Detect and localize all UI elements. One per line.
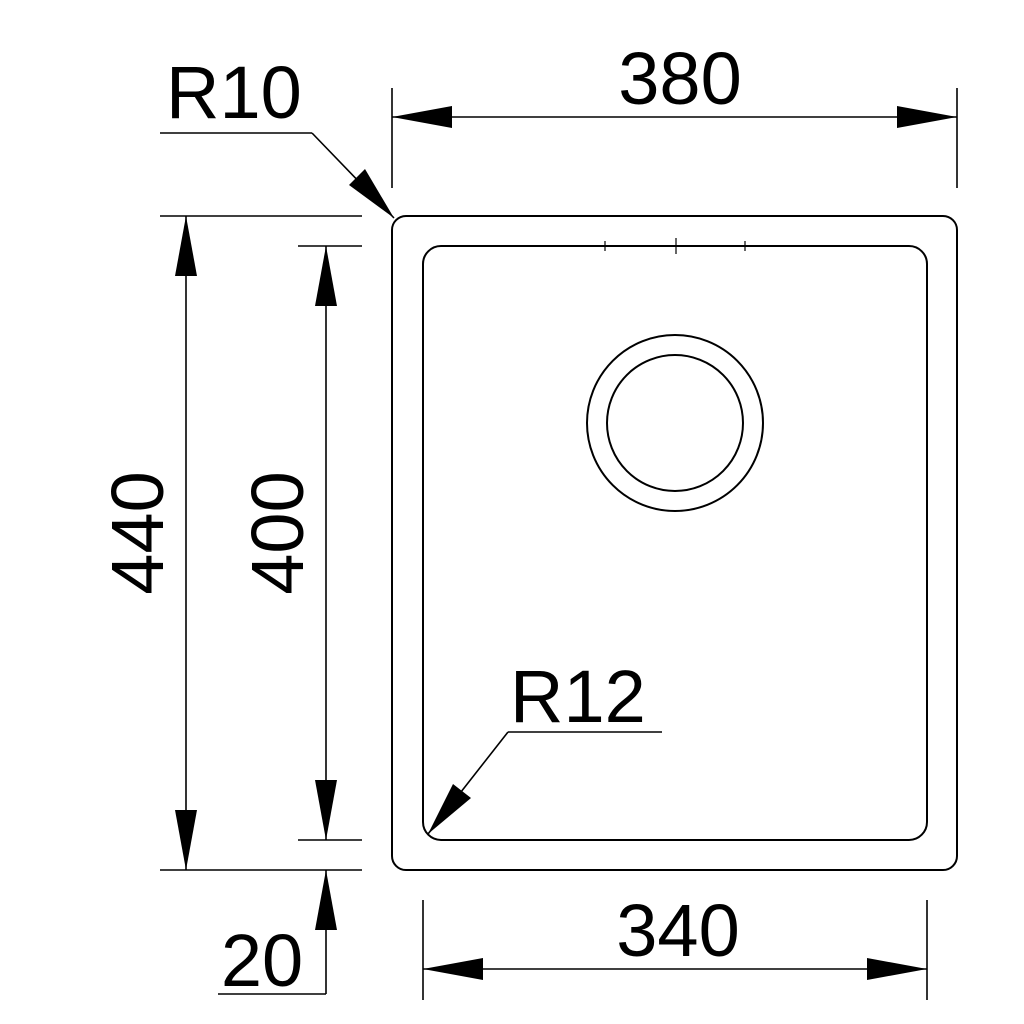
outer-radius-label: R10 bbox=[166, 51, 302, 134]
outer-height-label: 440 bbox=[96, 471, 179, 594]
rim-offset-label: 20 bbox=[221, 919, 303, 1002]
sink-inner-bowl-outline bbox=[422, 245, 928, 841]
inner-height-label: 400 bbox=[236, 471, 319, 594]
dimension-rim-offset: 20 bbox=[218, 870, 337, 1002]
leader-outer-radius: R10 bbox=[160, 51, 395, 219]
leader-inner-radius: R12 bbox=[427, 655, 662, 835]
outer-width-label: 380 bbox=[618, 37, 741, 120]
dimension-inner-width: 340 bbox=[422, 889, 928, 1000]
dimension-outer-width: 380 bbox=[391, 37, 958, 188]
inner-radius-label: R12 bbox=[510, 655, 646, 738]
drain-icon bbox=[586, 334, 764, 512]
sink-outer-outline bbox=[391, 215, 958, 871]
inner-width-label: 340 bbox=[616, 889, 739, 972]
bowl-center-marks bbox=[604, 238, 746, 254]
dimension-outer-height: 440 bbox=[96, 215, 362, 871]
dimension-inner-height: 400 bbox=[236, 245, 362, 841]
